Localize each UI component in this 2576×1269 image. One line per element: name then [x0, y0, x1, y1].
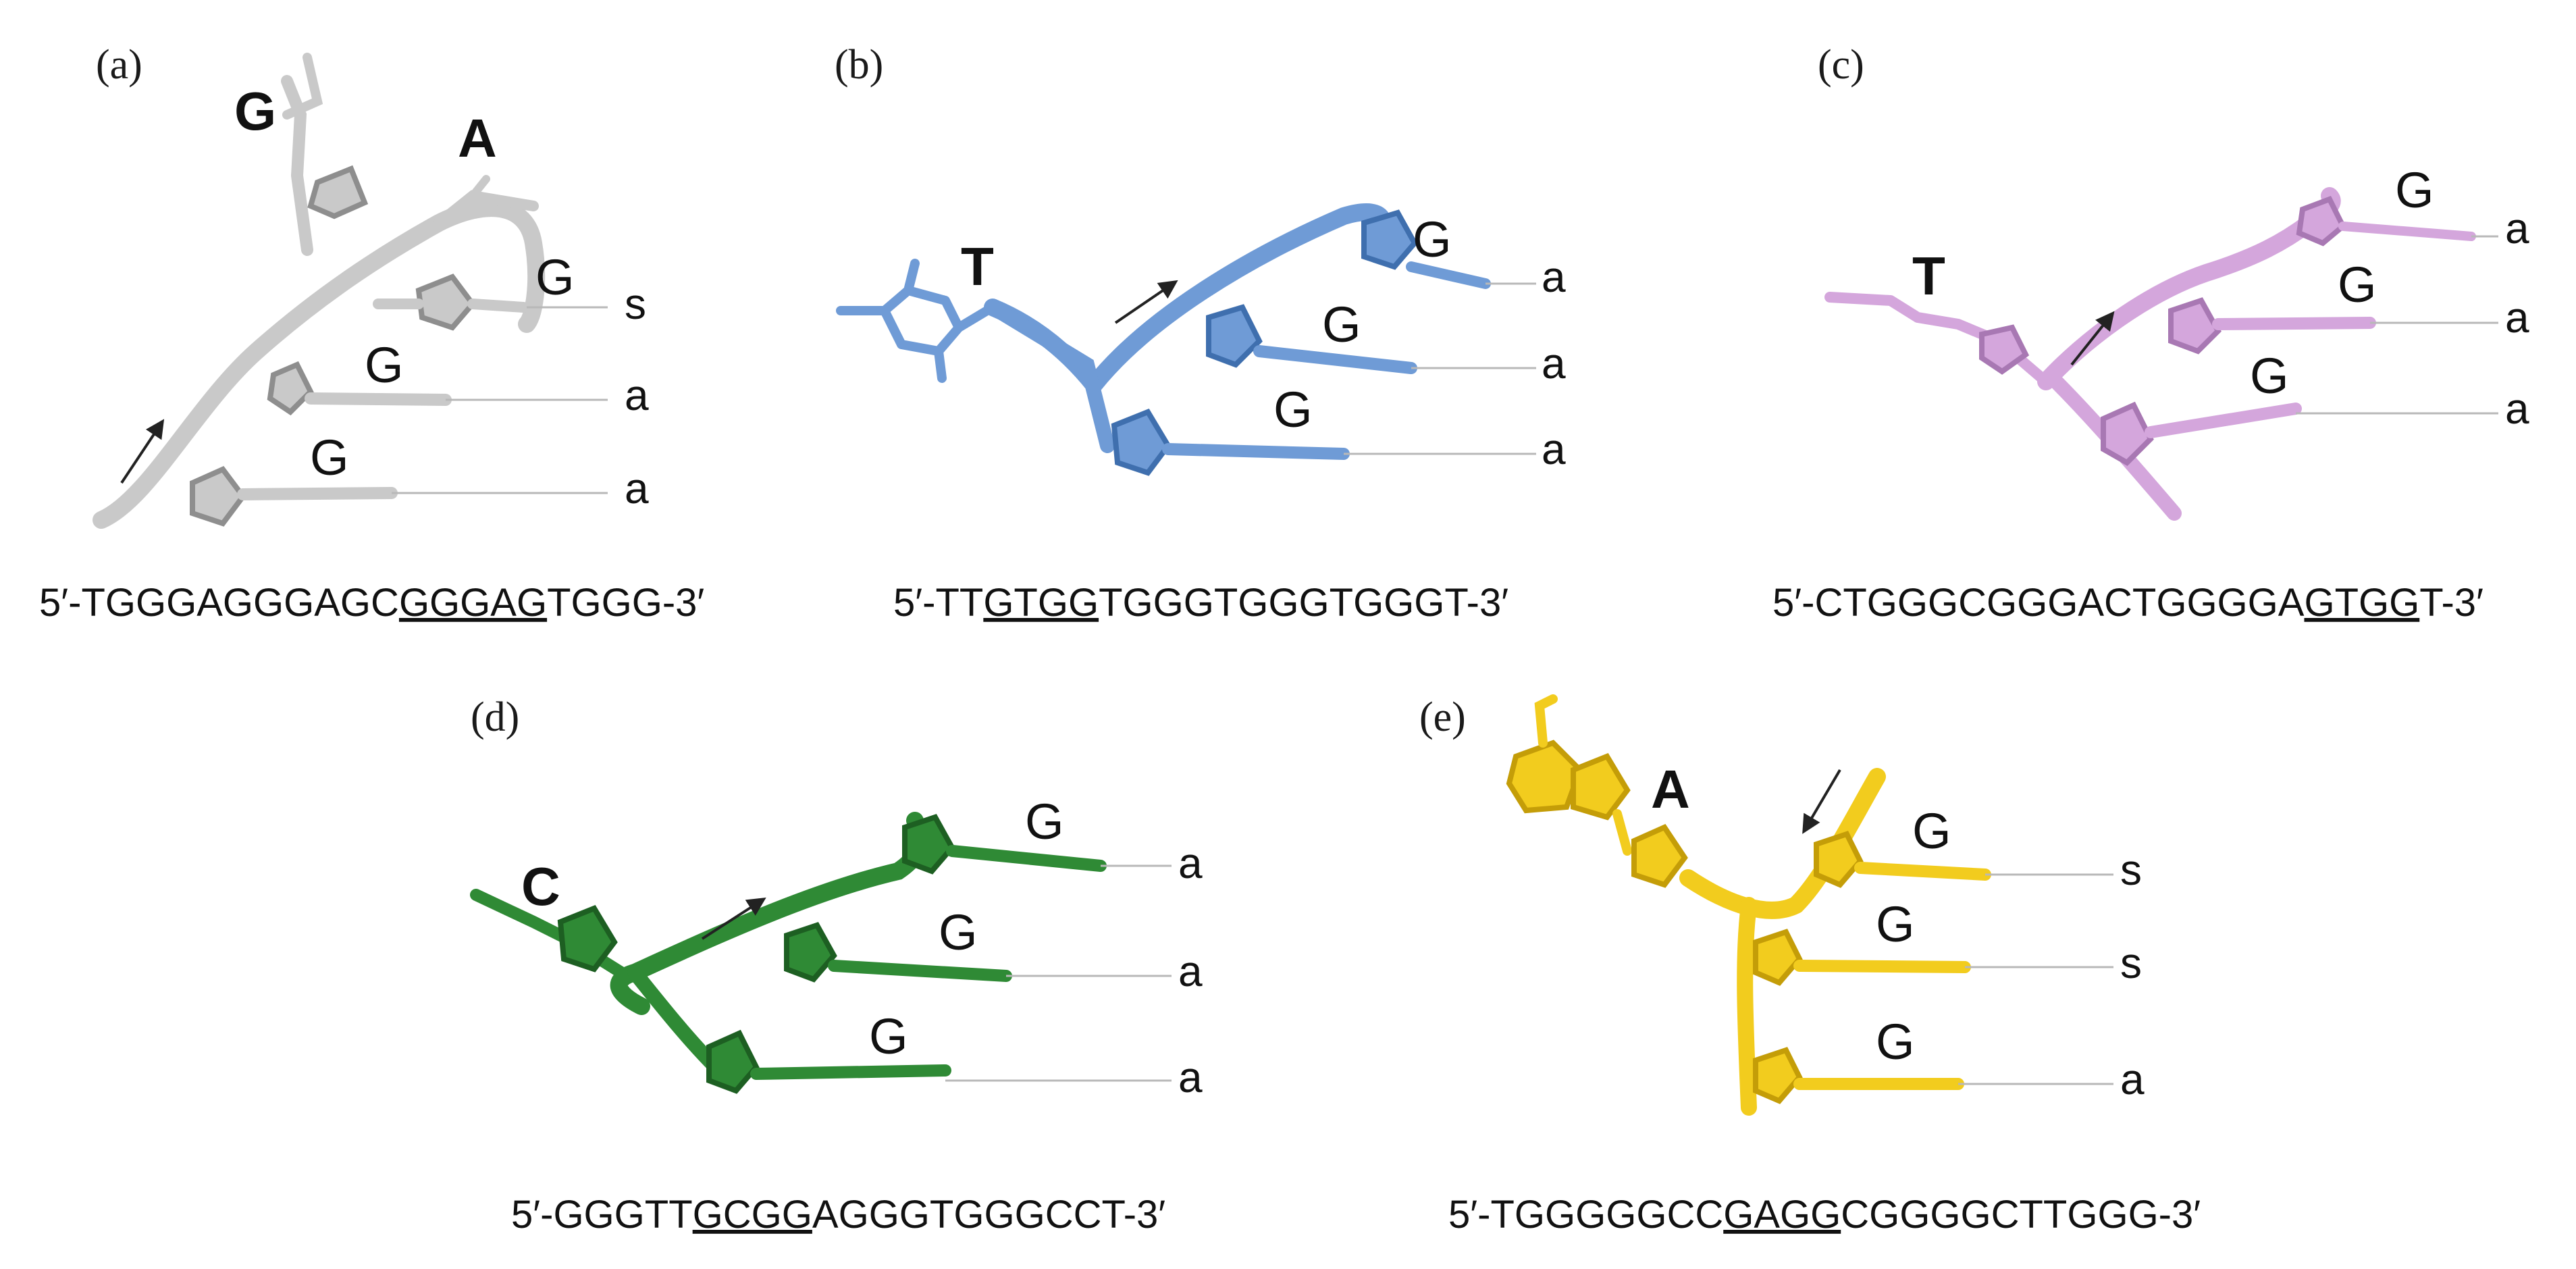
- sequence: 5′-TGGGGGCCGAGGCGGGGCTTGGG-3′: [1448, 1193, 2201, 1237]
- special-base-label: A: [1651, 759, 1690, 819]
- g-label: G: [2338, 257, 2377, 313]
- conformation-label: a: [1178, 1053, 1203, 1102]
- nucleotide-a-stick: [1506, 694, 1688, 888]
- g-base-row-1: [373, 274, 529, 331]
- conformation-label: a: [2120, 1055, 2145, 1104]
- g-label: G: [939, 904, 978, 960]
- panel-label: (a): [96, 42, 142, 88]
- strand-direction-arrow: [2070, 311, 2115, 366]
- conformation-label: a: [1542, 253, 1566, 301]
- special-base-label: C: [521, 856, 560, 916]
- backbone-ribbon: [1679, 768, 1886, 919]
- nucleotide-g-stick: [281, 53, 369, 256]
- sequence: 5′-TTGTGGTGGGTGGGTGGGT-3′: [893, 581, 1508, 625]
- strand-direction-arrow: [701, 897, 766, 940]
- conformation-label: a: [1542, 425, 1566, 473]
- g-label: G: [1912, 803, 1951, 859]
- g-base-row-1: [1814, 831, 1991, 888]
- sequence: 5′-CTGGGCGGGACTGGGGAGTGGT-3′: [1772, 581, 2483, 625]
- g-base-row-1: [1361, 209, 1491, 289]
- panel-e: (e) A G G G s s a 5′-TGGGGGC: [1419, 694, 2201, 1237]
- nucleotide-a-stick: [433, 175, 539, 228]
- strand-direction-arrow: [120, 419, 165, 484]
- conformation-label: a: [2505, 384, 2529, 433]
- nucleotide-t-stick: [836, 259, 997, 383]
- g-label: G: [1876, 1014, 1915, 1070]
- conformation-label: a: [2505, 204, 2529, 253]
- g-base-row-2: [784, 922, 1012, 983]
- g-base-row-3: [190, 466, 398, 527]
- g-base-row-3: [1753, 1047, 1964, 1104]
- conformation-label: s: [625, 280, 646, 328]
- g-base-row-2: [2168, 297, 2376, 355]
- g-base-row-2: [1206, 304, 1417, 374]
- g-label: G: [310, 430, 349, 486]
- g-base-row-1: [902, 814, 1107, 875]
- g-label: G: [1273, 382, 1313, 438]
- panel-b: (b) T G G G a a a 5′-TTGTGGTGGGTGG: [835, 42, 1566, 625]
- g-base-row-3: [1111, 409, 1350, 476]
- conformation-label: s: [2120, 846, 2142, 894]
- g-label: G: [1413, 211, 1452, 267]
- g-base-row-2: [1753, 929, 1971, 986]
- g-label: G: [869, 1008, 908, 1064]
- conformation-label: a: [625, 464, 649, 513]
- g-base-row-3: [706, 1029, 951, 1094]
- conformation-label: a: [625, 371, 649, 419]
- backbone-ribbon: [93, 199, 546, 529]
- special-base-label: T: [961, 236, 994, 296]
- sequence: 5′-GGGTTGCGGAGGGTGGGCCT-3′: [511, 1193, 1165, 1237]
- panel-label: (e): [1419, 694, 1466, 740]
- g-label: G: [1322, 296, 1361, 353]
- conformation-label: a: [2505, 293, 2529, 342]
- conformation-label: s: [2120, 939, 2142, 987]
- sequence: 5′-TGGGAGGGAGCGGGAGTGGG-3′: [39, 581, 704, 625]
- nucleotide-t-stick: [1824, 292, 2051, 387]
- backbone-ribbon: [2037, 187, 2341, 390]
- g-base-row-3: [2101, 401, 2302, 466]
- g-label: G: [365, 337, 404, 393]
- strand-direction-arrow: [1802, 769, 1841, 834]
- g-base-row-1: [2296, 195, 2476, 247]
- g-label: G: [535, 249, 575, 305]
- special-base-label: T: [1912, 246, 1945, 306]
- nucleotide-c-stick: [470, 889, 627, 979]
- conformation-label: a: [1542, 339, 1566, 388]
- g-label: G: [1025, 794, 1064, 850]
- g-label: G: [2250, 348, 2289, 404]
- panel-d: (d) C G G G a a a 5′-GGGTTGCGGAGGGTGGGCC…: [470, 694, 1203, 1237]
- conformation-label: a: [1178, 839, 1203, 887]
- conformation-label: a: [1178, 947, 1203, 995]
- special-base-label: G: [234, 81, 276, 141]
- panel-label: (b): [835, 42, 883, 88]
- panel-c: (c) T G G G a a a 5′-CTGGGCGGGACTGGGGAGT…: [1772, 42, 2529, 625]
- panel-label: (c): [1818, 42, 1864, 88]
- g-label: G: [2395, 162, 2434, 218]
- strand-direction-arrow: [1114, 280, 1178, 324]
- panel-a: (a) G: [39, 42, 704, 625]
- g-label: G: [1876, 896, 1915, 952]
- g-base-row-2: [267, 361, 452, 416]
- backbone-ribbon: [610, 812, 928, 1015]
- special-base-label: A: [458, 108, 497, 168]
- panel-label: (d): [471, 694, 519, 740]
